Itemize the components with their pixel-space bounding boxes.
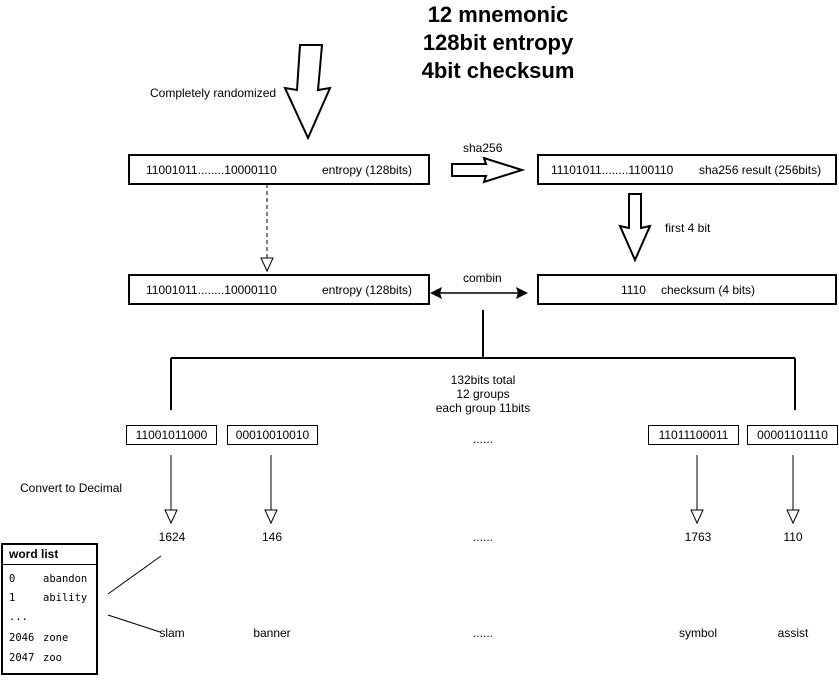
title-line-1: 12 mnemonic	[427, 2, 569, 27]
decimal-1: 1624	[158, 530, 186, 544]
word-list-row: 2046 zone	[9, 632, 68, 644]
group-arrows	[164, 455, 800, 525]
word-list-word: zone	[43, 632, 69, 644]
word-list-index: ...	[9, 611, 28, 623]
word-list-word: ability	[43, 592, 88, 604]
combin-left-head	[430, 287, 442, 299]
sha256-arrow	[451, 156, 526, 184]
entropy-copy-label: entropy (128bits)	[322, 282, 413, 297]
word-list-row: 2047 zoo	[9, 652, 62, 664]
entropy-box: 11001011........10000110 entropy (128bit…	[128, 154, 430, 185]
entropy-copy-box: 11001011........10000110 entropy (128bit…	[128, 274, 430, 305]
sha256-label: sha256	[463, 141, 503, 155]
entropy-bits: 11001011........10000110	[146, 162, 277, 177]
sha256-label-text: sha256 result (256bits)	[699, 162, 822, 177]
combin-right-head	[516, 287, 528, 299]
word-list-title: word list	[3, 545, 96, 565]
first4-arrow	[618, 193, 652, 263]
checksum-label: checksum (4 bits)	[661, 282, 756, 297]
word-ellipsis: ......	[472, 626, 494, 640]
word-list-word: abandon	[43, 573, 88, 585]
word-list-index: 2046	[9, 632, 35, 644]
checksum-box: 1110 checksum (4 bits)	[537, 274, 837, 305]
word-4: assist	[777, 626, 809, 640]
randomized-label: Completely randomized	[150, 86, 277, 100]
word-list-row: ...	[9, 611, 28, 623]
group-box-4: 00001101110	[747, 425, 838, 445]
first4-label: first 4 bit	[665, 221, 711, 235]
word-1: slam	[159, 626, 185, 640]
entropy-label: entropy (128bits)	[322, 162, 413, 177]
word-list-word: zoo	[43, 652, 62, 664]
group-box-2: 00010010010	[227, 425, 318, 445]
wordlist-link-slam	[107, 614, 161, 633]
group-box-3: 11011100011	[648, 425, 739, 445]
word-list-row: 1 ability	[9, 592, 87, 604]
word-list-index: 1	[9, 592, 16, 604]
randomized-arrow	[283, 44, 332, 141]
decimal-2: 146	[261, 530, 283, 544]
group-size-label: each group 11bits	[435, 401, 531, 415]
total-bits-label: 132bits total	[450, 373, 516, 387]
combin-label: combin	[463, 271, 502, 285]
decimal-3: 1763	[684, 530, 712, 544]
decimal-ellipsis: ......	[472, 530, 494, 544]
copy-arrowhead	[260, 257, 274, 273]
word-list-row: 0 abandon	[9, 573, 87, 585]
title-line-2: 128bit entropy	[422, 30, 574, 55]
sha256-bits: 11101011........1100110	[551, 162, 674, 177]
entropy-copy-bits: 11001011........10000110	[146, 282, 277, 297]
group-box-1: 11001011000	[126, 425, 217, 445]
word-3: symbol	[678, 626, 718, 640]
word-list-index: 2047	[9, 652, 35, 664]
wordlist-link-1624	[107, 555, 162, 595]
convert-label: Convert to Decimal	[20, 481, 123, 495]
groups-label: 12 groups	[456, 387, 510, 401]
checksum-bits: 1110	[621, 282, 646, 297]
word-2: banner	[253, 626, 291, 640]
title-line-3: 4bit checksum	[421, 58, 575, 83]
decimal-4: 110	[783, 530, 803, 544]
word-list-index: 0	[9, 573, 16, 585]
word-list-panel: word list 0 abandon 1 ability ... 2046 z…	[1, 543, 98, 675]
sha256-box: 11101011........1100110 sha256 result (2…	[537, 154, 837, 185]
group-ellipsis: ......	[472, 432, 494, 446]
